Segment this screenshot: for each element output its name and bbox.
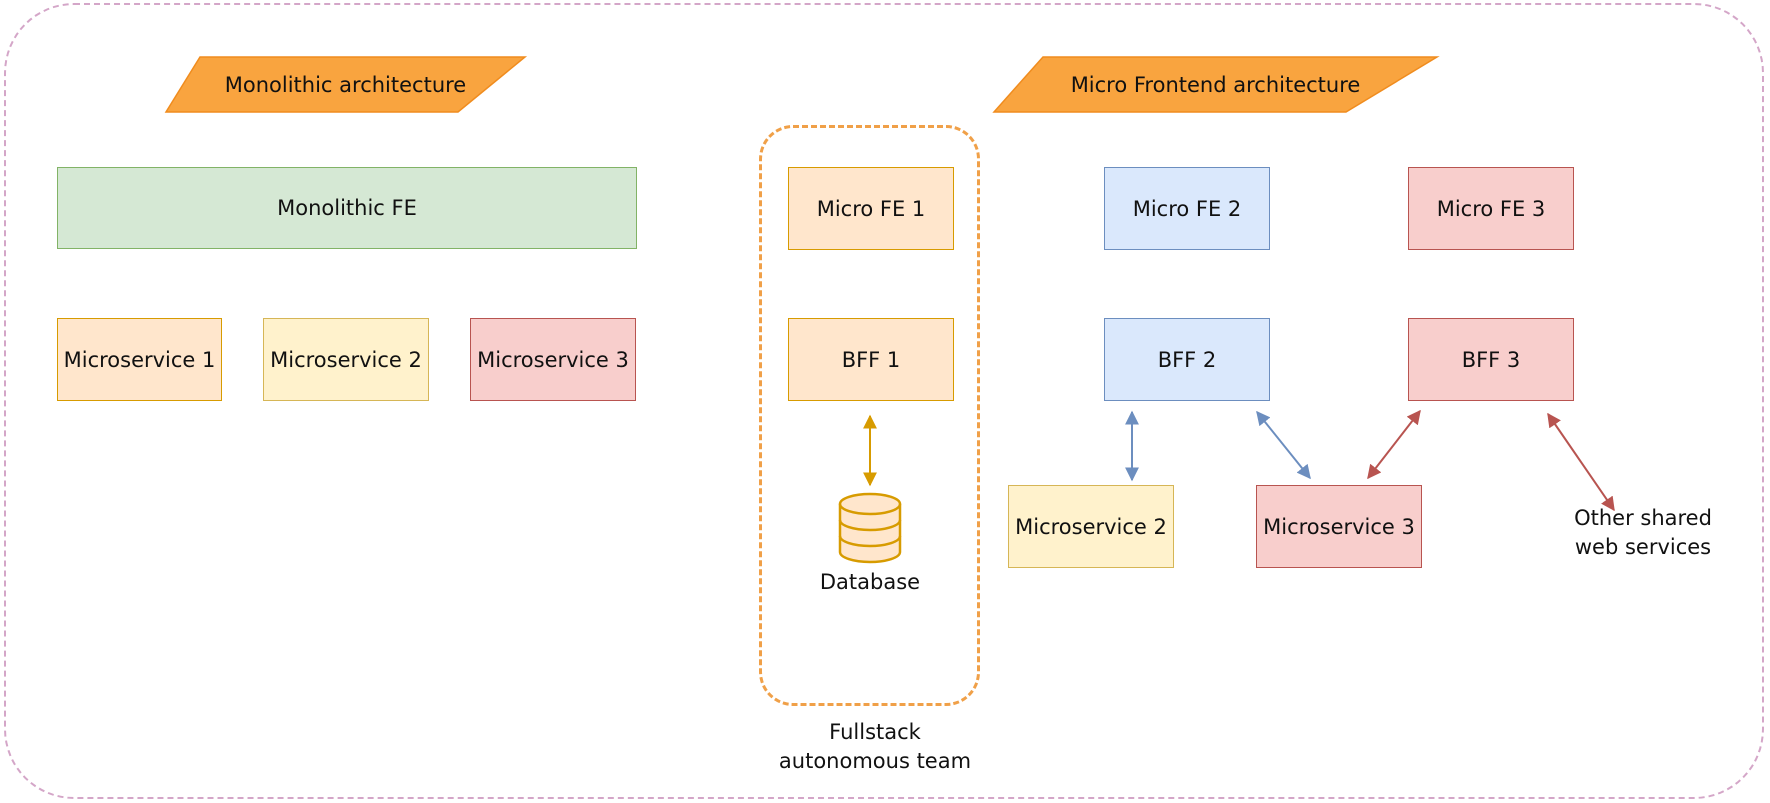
- micro-fe-2-box: Micro FE 2: [1104, 167, 1270, 250]
- micro-fe-1-box: Micro FE 1: [788, 167, 954, 250]
- bff-2-box: BFF 2: [1104, 318, 1270, 401]
- micro-frontend-banner-shape: [992, 56, 1440, 113]
- monolithic-banner-shape: [164, 56, 528, 113]
- outer-frame: [4, 3, 1764, 799]
- database-label: Database: [819, 570, 921, 594]
- microservice-3-fe-box: Microservice 3: [1256, 485, 1422, 568]
- monolithic-architecture-title: Monolithic architecture: [224, 72, 467, 97]
- shared-services-line2: web services: [1574, 535, 1712, 559]
- microservice-2-box: Microservice 2: [263, 318, 429, 401]
- monolithic-fe-box: Monolithic FE: [57, 167, 637, 249]
- team-caption-line1: Fullstack: [829, 720, 921, 744]
- micro-frontend-architecture-title: Micro Frontend architecture: [1070, 72, 1361, 97]
- bff-3-box: BFF 3: [1408, 318, 1574, 401]
- microservice-1-box: Microservice 1: [57, 318, 222, 401]
- team-caption-line2: autonomous team: [778, 749, 972, 773]
- microservice-3-box: Microservice 3: [470, 318, 636, 401]
- micro-fe-3-box: Micro FE 3: [1408, 167, 1574, 250]
- fullstack-team-group: [759, 125, 980, 706]
- bff2-microservice3-arrow: [1256, 410, 1311, 480]
- microservice3-bff3-arrow: [1367, 409, 1421, 480]
- bff3-shared-services-arrow: [1547, 412, 1615, 512]
- database-icon: [838, 492, 902, 564]
- microservice-2-fe-box: Microservice 2: [1008, 485, 1174, 568]
- shared-services-line1: Other shared: [1574, 506, 1712, 530]
- bff-1-box: BFF 1: [788, 318, 954, 401]
